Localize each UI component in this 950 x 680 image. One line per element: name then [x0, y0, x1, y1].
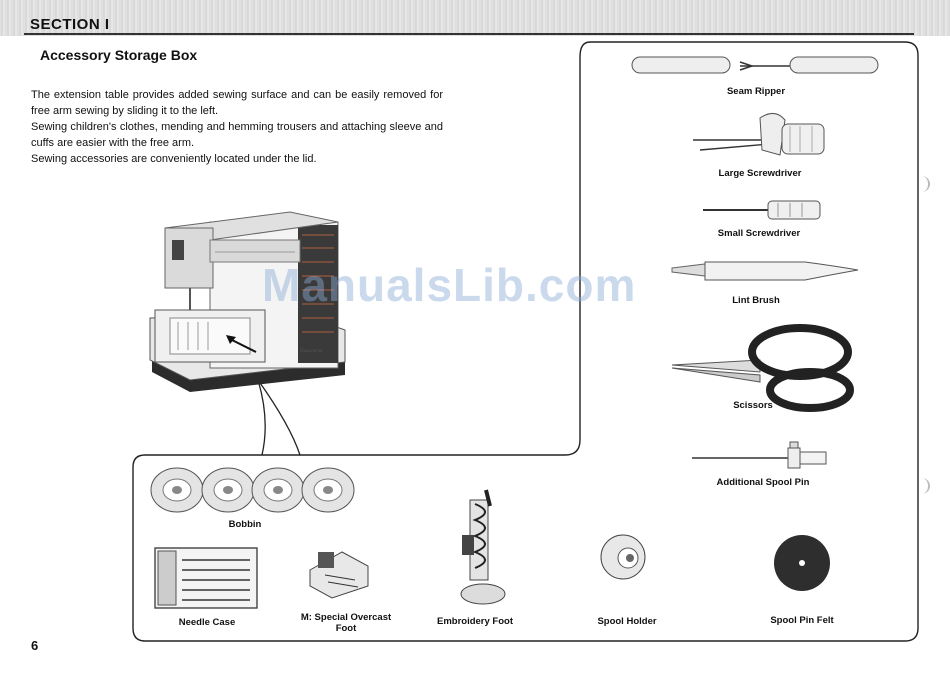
needle-case-label: Needle Case — [178, 617, 236, 628]
spool-holder-label: Spool Holder — [597, 616, 657, 627]
bobbin-label: Bobbin — [228, 519, 262, 530]
bobbin-1 — [150, 467, 204, 513]
bobbin-3 — [251, 467, 305, 513]
section-divider — [24, 33, 914, 35]
watermark-text: ManualsLib.com — [262, 259, 637, 311]
special-overcast-foot-label: M: Special Overcast Foot — [300, 612, 392, 634]
intro-text: The extension table provides added sewin… — [31, 87, 443, 167]
small-screwdriver-label: Small Screwdriver — [717, 228, 801, 239]
bobbin-4 — [301, 467, 355, 513]
sewing-machine-illustration: Husqvarna — [149, 211, 346, 392]
large-screwdriver-icon — [693, 113, 825, 156]
small-screwdriver-icon — [703, 200, 821, 220]
large-screwdriver-label: Large Screwdriver — [718, 168, 802, 179]
embroidery-foot-icon — [460, 489, 506, 605]
binding-mark-upper — [922, 176, 930, 192]
seam-ripper-icon — [631, 56, 879, 74]
intro-paragraph-2: Sewing children's clothes, mending and h… — [31, 121, 443, 149]
lint-brush-icon — [671, 261, 859, 281]
header-bar — [0, 0, 950, 36]
callout-frame — [132, 41, 919, 642]
callout-pointer — [257, 379, 301, 456]
bobbin-2 — [201, 467, 255, 513]
bobbin-icons — [150, 467, 355, 513]
lint-brush-label: Lint Brush — [732, 295, 780, 306]
section-heading: SECTION I — [30, 16, 110, 33]
additional-spool-pin-icon — [692, 441, 827, 469]
scissors-icon — [671, 324, 854, 412]
spool-holder-icon — [600, 534, 646, 580]
embroidery-foot-label: Embroidery Foot — [436, 616, 513, 627]
binding-mark-lower — [922, 478, 930, 494]
spool-pin-felt-icon — [774, 535, 830, 591]
needle-case-icon — [154, 547, 258, 609]
scissors-label: Scissors — [733, 400, 773, 411]
spool-pin-felt-label: Spool Pin Felt — [770, 615, 834, 626]
page-title: Accessory Storage Box — [40, 47, 198, 63]
machine-badge-text: Husqvarna — [299, 349, 323, 354]
intro-paragraph-3: Sewing accessories are conveniently loca… — [31, 153, 317, 165]
seam-ripper-label: Seam Ripper — [726, 86, 786, 97]
additional-spool-pin-label: Additional Spool Pin — [716, 477, 810, 488]
intro-paragraph-1: The extension table provides added sewin… — [31, 89, 443, 117]
special-overcast-foot-icon — [309, 551, 369, 599]
page-number: 6 — [31, 638, 39, 653]
